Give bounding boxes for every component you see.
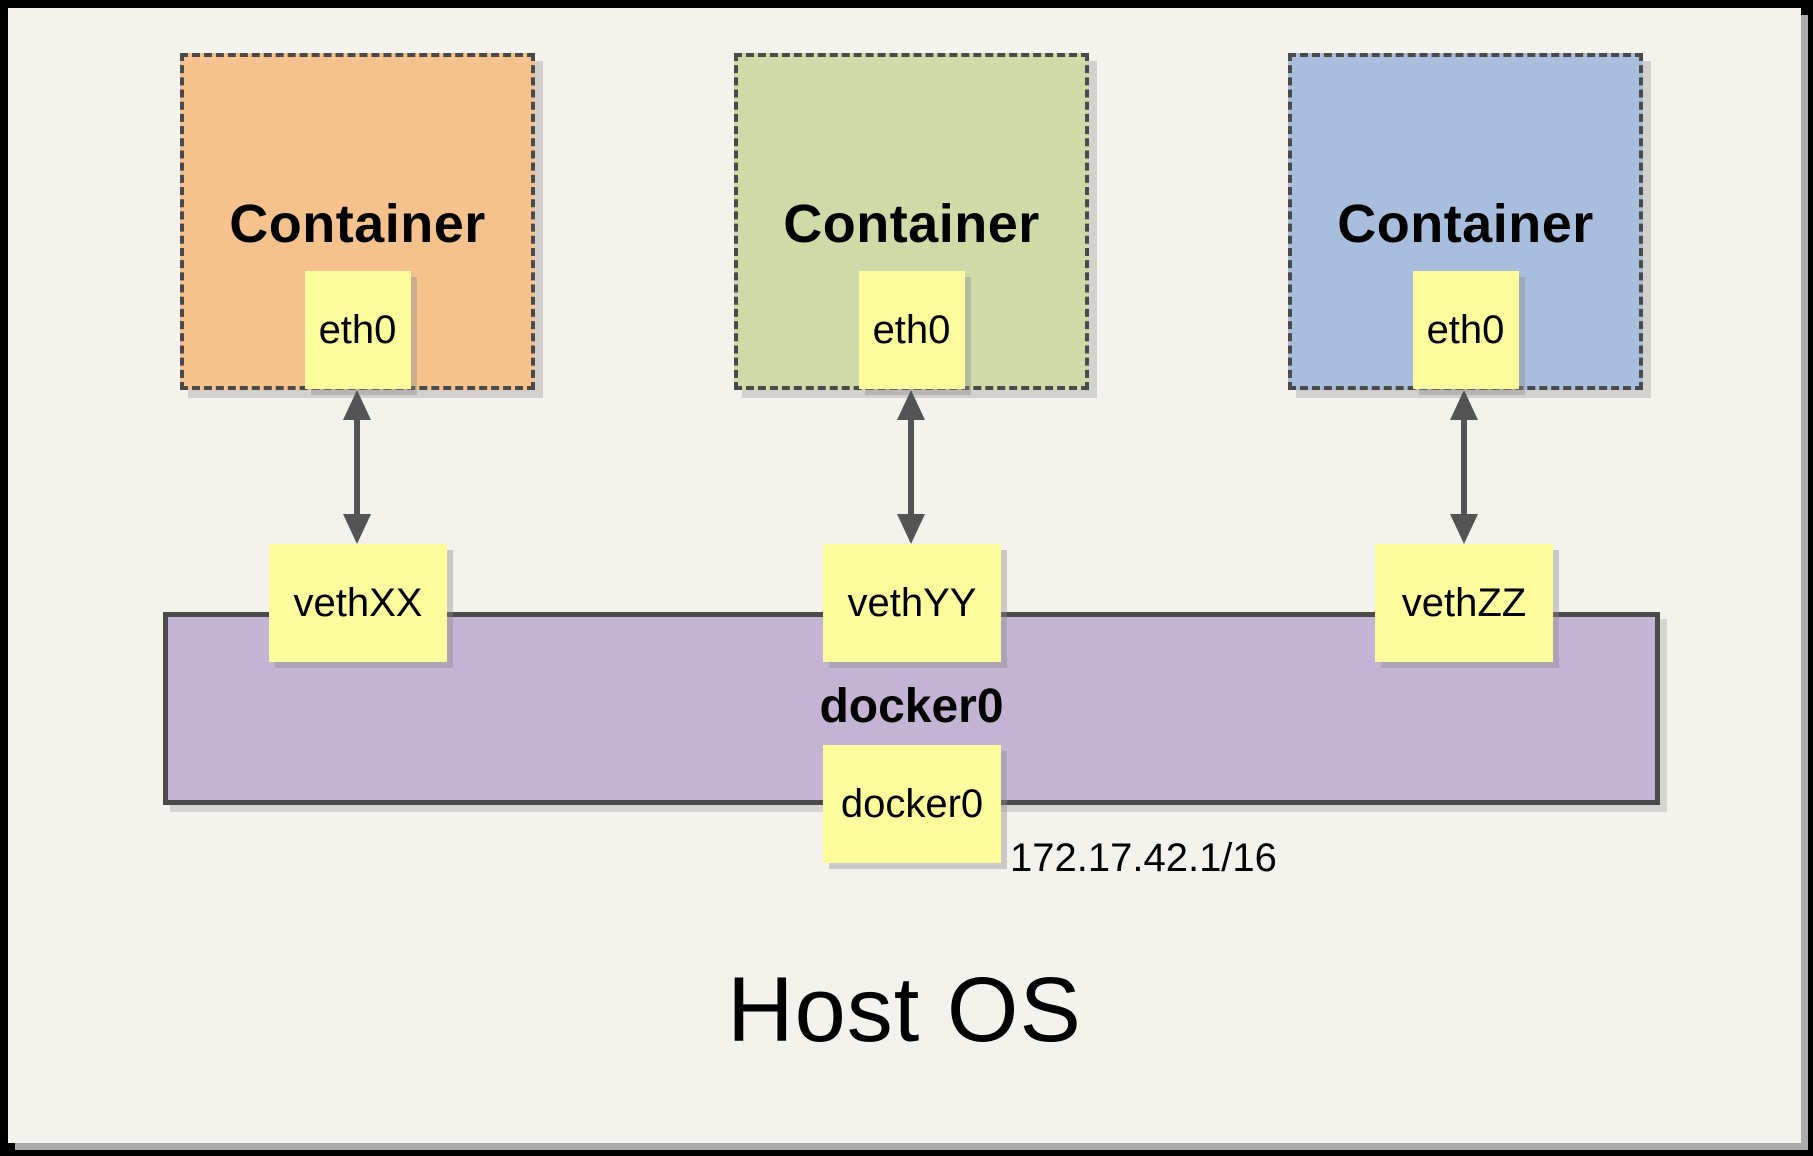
- vethyy-label: vethYY: [847, 580, 977, 625]
- container-1-eth0-box: eth0: [304, 271, 411, 389]
- container-2-eth0-box: eth0: [858, 271, 965, 389]
- diagram-canvas: Container eth0 Container eth0 Container …: [8, 8, 1801, 1143]
- container-2-label: Container: [783, 194, 1040, 254]
- container-box-1: Container eth0: [180, 53, 535, 390]
- container-3-eth0-box: eth0: [1412, 271, 1519, 389]
- vethyy-box: vethYY: [823, 544, 1001, 662]
- vethxx-box: vethXX: [269, 544, 447, 662]
- vethxx-label: vethXX: [293, 580, 423, 625]
- bridge-ip-address: 172.17.42.1/16: [1010, 836, 1277, 880]
- bidirectional-arrow-icon-2: [897, 390, 925, 544]
- container-1-label: Container: [229, 194, 486, 254]
- host-os-label: Host OS: [727, 959, 1082, 1061]
- container-3-label: Container: [1337, 194, 1594, 254]
- vethzz-label: vethZZ: [1401, 580, 1527, 625]
- container-3-eth0-label: eth0: [1426, 307, 1505, 352]
- vethzz-box: vethZZ: [1375, 544, 1553, 662]
- bidirectional-arrow-icon-1: [343, 390, 371, 544]
- docker0-bridge-label: docker0: [819, 680, 1004, 733]
- container-2-eth0-label: eth0: [872, 307, 951, 352]
- bidirectional-arrow-icon-3: [1450, 390, 1478, 544]
- container-box-3: Container eth0: [1288, 53, 1643, 390]
- container-1-eth0-label: eth0: [318, 307, 397, 352]
- docker0-interface-box: docker0: [823, 745, 1001, 863]
- docker0-interface-label: docker0: [840, 781, 984, 826]
- container-box-2: Container eth0: [734, 53, 1089, 390]
